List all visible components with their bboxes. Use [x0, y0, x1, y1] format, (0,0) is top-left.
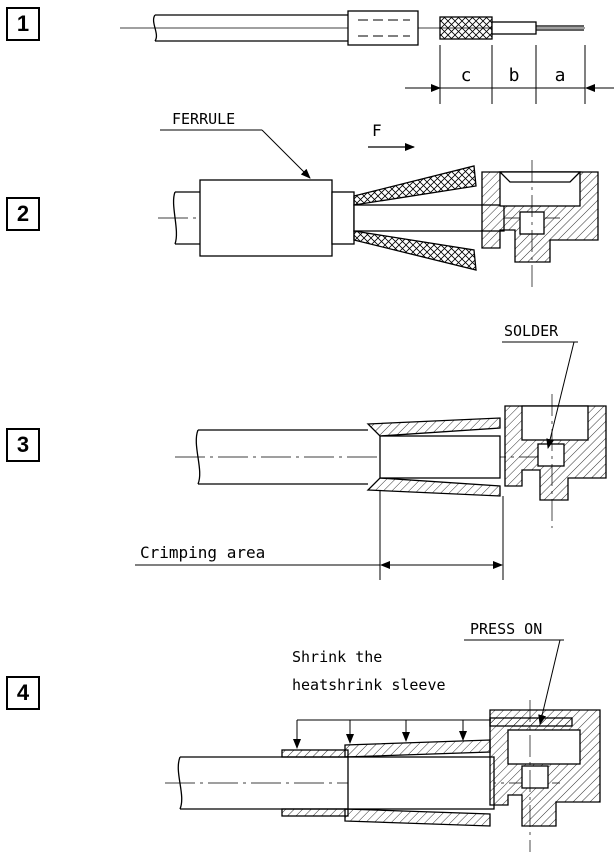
step-4-number: 4: [16, 680, 30, 705]
ferrule-leader: [160, 129, 311, 179]
crimping-area-label: Crimping area: [140, 543, 265, 562]
dimension-c-label: c: [461, 65, 472, 86]
step-4-assembly: [165, 700, 601, 852]
ferrule: [199, 179, 333, 257]
solder-label: SOLDER: [504, 322, 559, 340]
step-1-box: 1: [6, 7, 40, 41]
step-3-box: 3: [6, 428, 40, 462]
step-1-cable: [120, 10, 585, 46]
step-1-dimensions: [405, 45, 614, 104]
step-2-number: 2: [16, 201, 30, 226]
shrink-instruction-line1: Shrink the: [292, 648, 382, 666]
ferrule-label: FERRULE: [172, 110, 235, 128]
force-label: F: [372, 121, 382, 140]
press-on-label: PRESS ON: [470, 620, 542, 638]
step-2-assembly: [158, 160, 599, 292]
step-3-number: 3: [16, 432, 30, 457]
shrink-instruction-line2: heatshrink sleeve: [292, 676, 446, 694]
dimension-b-label: b: [509, 65, 520, 86]
step-3-assembly: [175, 394, 607, 528]
crimping-dimension: [135, 490, 504, 580]
shrink-arrows: [293, 719, 491, 749]
press-on-leader: [464, 639, 564, 725]
step-2-box: 2: [6, 197, 40, 231]
step-1-number: 1: [16, 11, 30, 36]
step-4-box: 4: [6, 676, 40, 710]
dimension-a-label: a: [555, 65, 566, 86]
solder-leader: [502, 341, 578, 449]
